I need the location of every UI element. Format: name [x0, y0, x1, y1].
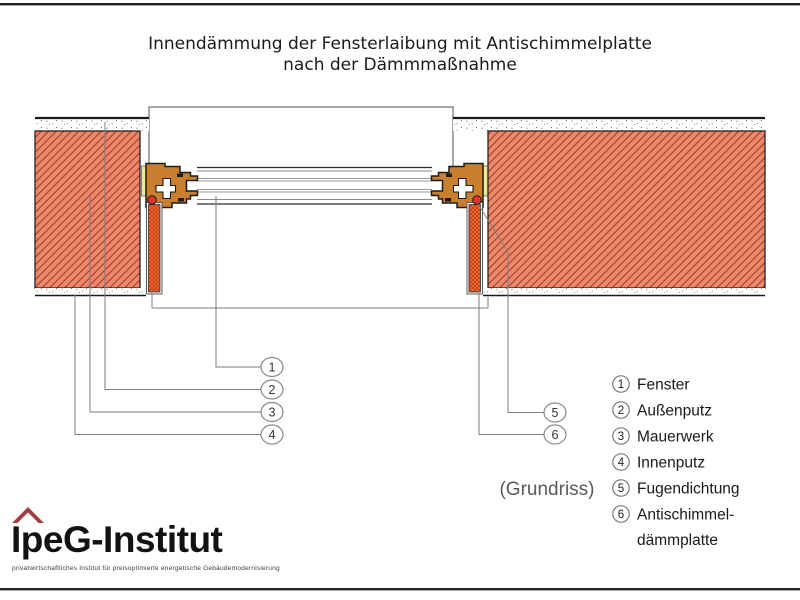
legend-bubble-1 — [612, 375, 630, 393]
diagram-title-line1: Innendämmung der Fensterlaibung mit Anti… — [148, 34, 652, 54]
callout-bubble-2 — [260, 379, 284, 400]
legend-item-2: 2 Außenputz — [612, 401, 712, 420]
callout-number-3: 3 — [269, 405, 276, 419]
leader-6-daemmplatte — [478, 293, 544, 435]
legend-label-5: Fugendichtung — [637, 481, 740, 498]
window-glazing — [197, 166, 432, 205]
legend-bubble-6 — [612, 505, 630, 523]
reveal-assembly-right — [430, 162, 489, 295]
callout-bubble-6 — [543, 424, 567, 445]
callout-bubble-4 — [260, 424, 284, 445]
legend-item-4: 4 Innenputz — [612, 453, 705, 472]
callout-number-6: 6 — [552, 428, 559, 442]
top-rule — [0, 3, 800, 6]
legend-number-1: 1 — [618, 379, 624, 391]
frame-hardware-cutout — [155, 177, 177, 200]
callout-bubble-3 — [260, 401, 284, 423]
legend-number-4: 4 — [618, 457, 625, 469]
callout-bubbles: 1 2 3 4 5 6 — [260, 356, 567, 445]
legend-label-3: Mauerwerk — [637, 429, 714, 446]
outer-plaster-right — [453, 118, 765, 131]
legend-label-6-line2: dämmplatte — [637, 532, 718, 549]
legend-item-6: 6 Antischimmel- dämmplatte — [612, 505, 734, 549]
diagram-title-line2: nach der Dämmmaßnahme — [283, 55, 517, 75]
legend-bubble-3 — [612, 427, 630, 445]
callout-bubble-5 — [543, 402, 567, 423]
legend-item-5: 5 Fugendichtung — [612, 479, 740, 498]
legend-item-1: 1 Fenster — [612, 375, 690, 394]
outer-plaster-left — [35, 118, 149, 131]
logo-tagline: privatwirtschaftliches Institut für prei… — [12, 565, 280, 572]
callout-leaders — [74, 122, 544, 435]
view-type-label: (Grundriss) — [499, 479, 594, 500]
logo-wordmark: IpeG-Institut — [11, 519, 223, 560]
leader-1-fenster — [215, 196, 261, 368]
legend-number-5: 5 — [618, 483, 624, 495]
leader-3-mauerwerk — [89, 196, 261, 413]
leader-2-aussenputz — [104, 122, 261, 390]
leader-5-fugendichtung — [477, 203, 544, 413]
legend: 1 Fenster 2 Außenputz 3 Mauerwerk 4 Inne… — [612, 375, 740, 549]
legend-label-1: Fenster — [637, 377, 690, 394]
legend-label-6-line1: Antischimmel- — [637, 507, 734, 524]
callout-number-5: 5 — [552, 406, 559, 420]
masonry-left — [34, 130, 141, 289]
legend-label-4: Innenputz — [637, 455, 705, 472]
callout-number-4: 4 — [269, 428, 276, 442]
inner-plaster-right — [483, 288, 765, 295]
logo: IpeG-Institut privatwirtschaftliches Ins… — [11, 507, 280, 572]
legend-bubble-4 — [612, 453, 630, 471]
bottom-rule — [0, 588, 800, 591]
legend-bubble-2 — [612, 401, 630, 419]
outer-reveal-opening — [148, 106, 454, 169]
leader-6-connector — [151, 293, 489, 309]
legend-bubble-5 — [612, 479, 630, 497]
reveal-assembly-left — [141, 162, 199, 295]
callout-number-1: 1 — [269, 360, 276, 374]
legend-number-2: 2 — [618, 405, 624, 417]
wall-right — [453, 116, 766, 297]
legend-item-3: 3 Mauerwerk — [612, 427, 714, 446]
legend-number-3: 3 — [618, 431, 624, 443]
anti-mould-plate — [148, 204, 161, 293]
legend-label-2: Außenputz — [637, 403, 712, 420]
callout-number-2: 2 — [269, 383, 276, 397]
joint-seal-dot — [147, 195, 157, 205]
leader-4-innenputz — [74, 295, 261, 435]
callout-bubble-1 — [260, 356, 284, 378]
legend-number-6: 6 — [618, 509, 624, 521]
wall-left — [34, 116, 149, 297]
logo-roof-icon — [12, 507, 44, 523]
masonry-right — [487, 130, 766, 289]
